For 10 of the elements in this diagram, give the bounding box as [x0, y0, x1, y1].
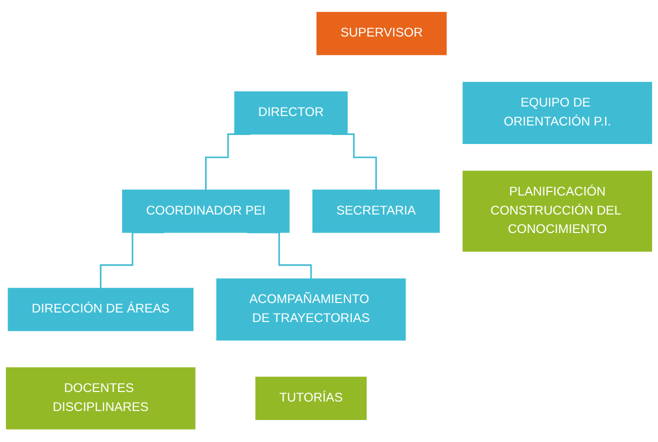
node-box: DIRECTOR — [234, 92, 348, 135]
node-box: DIRECCIÓN DE ÁREAS — [8, 288, 194, 332]
node-box: EQUIPO DE ORIENTACIÓN P.I. — [462, 82, 652, 144]
node-box: PLANIFICACIÓN CONSTRUCCIÓN DEL CONOCIMIENTO — [462, 171, 652, 252]
node-box: SECRETARIA — [312, 190, 440, 234]
node-box: COORDINADOR PEI — [122, 190, 290, 234]
node-box: DOCENTES DISCIPLINARES — [6, 368, 196, 430]
node-box: ACOMPAÑAMIENTO DE TRAYECTORIAS — [216, 278, 406, 341]
node-box: SUPERVISOR — [316, 12, 447, 56]
node-box: TUTORÍAS — [255, 377, 367, 420]
